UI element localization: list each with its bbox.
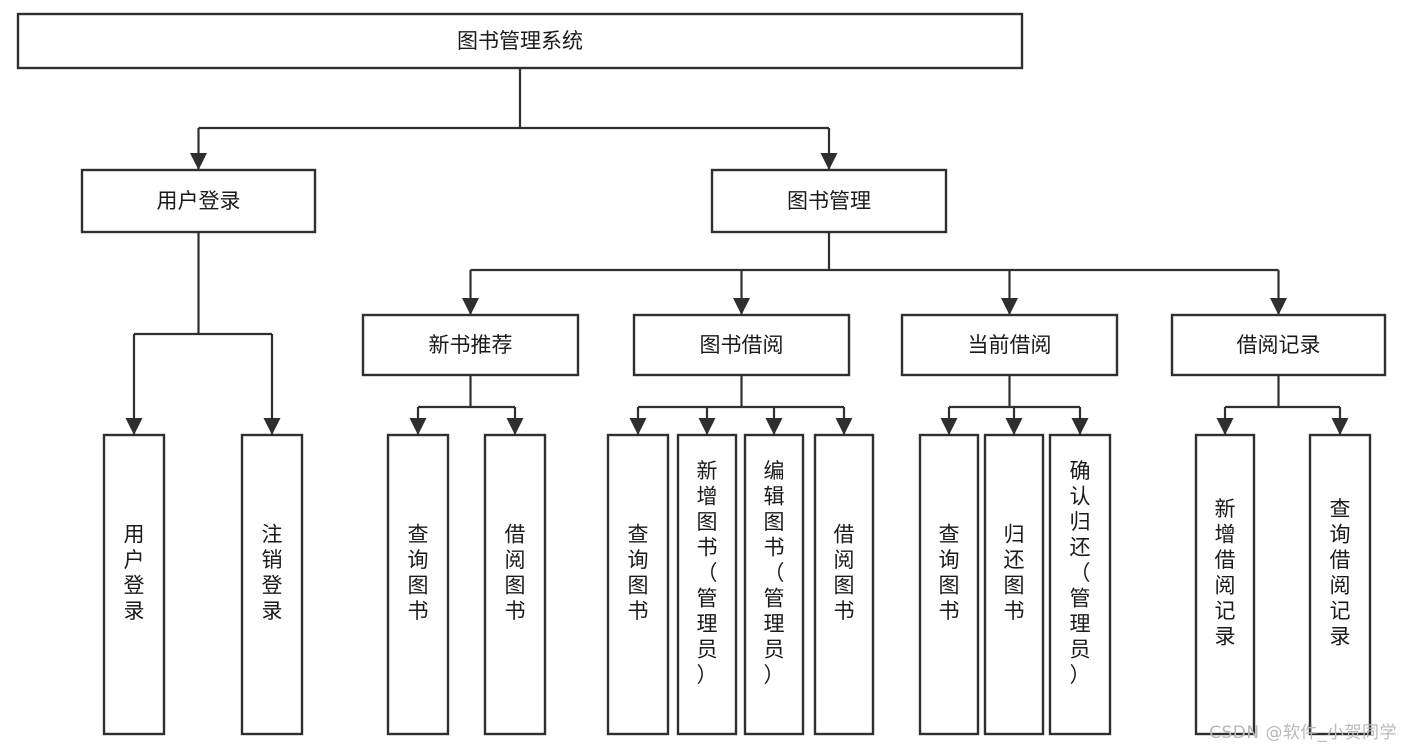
connector-group-current-borrow [940, 375, 1089, 435]
arrow-head-icon [1331, 418, 1349, 435]
node-box-leaf-edit-book [743, 433, 805, 736]
node-book-borrow[interactable]: 图书借阅 [632, 313, 851, 377]
node-label-leaf-query-book-rec: 查询图书 [408, 523, 429, 624]
node-label-leaf-query-book-cur: 查询图书 [939, 523, 960, 624]
node-leaf-borrow-book[interactable]: 借阅图书 [813, 433, 875, 736]
node-leaf-query-record[interactable]: 查询借阅记录 [1308, 433, 1372, 736]
node-box-leaf-user-login [102, 433, 166, 736]
arrow-head-icon [765, 418, 783, 435]
connector-group-book-borrow [629, 375, 853, 435]
node-leaf-borrow-book-rec[interactable]: 借阅图书 [483, 433, 547, 736]
node-label-leaf-user-login: 用户登录 [124, 523, 145, 624]
connector-group-borrow-record [1216, 375, 1349, 435]
arrow-head-icon [1270, 298, 1287, 315]
node-leaf-edit-book[interactable]: 编辑图书（管理员） [743, 433, 805, 736]
node-label-leaf-query-record: 查询借阅记录 [1330, 497, 1351, 649]
node-borrow-record[interactable]: 借阅记录 [1170, 313, 1387, 377]
node-leaf-user-logout[interactable]: 注销登录 [240, 433, 304, 736]
node-box-root [16, 12, 1024, 70]
node-leaf-return-book[interactable]: 归还图书 [983, 433, 1045, 736]
arrow-head-icon [835, 418, 853, 435]
node-box-leaf-add-record [1194, 433, 1256, 736]
node-label-user-login: 用户登录 [157, 189, 241, 213]
node-leaf-query-book-rec[interactable]: 查询图书 [386, 433, 450, 736]
node-box-leaf-query-book-cur [918, 433, 980, 736]
arrow-head-icon [190, 153, 207, 170]
arrow-head-icon [733, 298, 750, 315]
node-box-new-book-rec [361, 313, 580, 377]
arrow-head-icon [820, 153, 838, 170]
arrow-head-icon [698, 418, 716, 435]
node-label-leaf-add-record: 新增借阅记录 [1215, 497, 1236, 649]
watermark-text: CSDN @软件_小贺同学 [1209, 723, 1397, 743]
node-box-book-manage [710, 168, 948, 234]
node-leaf-user-login[interactable]: 用户登录 [102, 433, 166, 736]
node-label-leaf-borrow-book-rec: 借阅图书 [505, 523, 526, 624]
node-leaf-confirm-return[interactable]: 确认归还（管理员） [1048, 433, 1112, 736]
node-box-leaf-return-book [983, 433, 1045, 736]
node-label-leaf-confirm-return: 确认归还（管理员） [1070, 459, 1091, 687]
node-box-leaf-user-logout [240, 433, 304, 736]
arrow-head-icon [506, 418, 524, 435]
node-box-leaf-add-book [676, 433, 738, 736]
node-leaf-add-record[interactable]: 新增借阅记录 [1194, 433, 1256, 736]
arrow-head-icon [462, 298, 479, 315]
arrow-head-icon [125, 418, 143, 435]
arrow-head-icon [409, 418, 427, 435]
node-label-book-borrow: 图书借阅 [700, 333, 784, 357]
node-root[interactable]: 图书管理系统 [16, 12, 1024, 70]
node-box-book-borrow [632, 313, 851, 377]
arrow-head-icon [263, 418, 281, 435]
connector-group-book-manage [462, 232, 1287, 315]
node-box-leaf-query-book-rec [386, 433, 450, 736]
connector-group-root [190, 68, 838, 170]
node-box-borrow-record [1170, 313, 1387, 377]
node-label-current-borrow: 当前借阅 [968, 333, 1052, 357]
node-label-leaf-borrow-book: 借阅图书 [834, 523, 855, 624]
connector-group-new-book-rec [409, 375, 524, 435]
node-box-leaf-borrow-book-rec [483, 433, 547, 736]
node-label-leaf-user-logout: 注销登录 [262, 523, 283, 624]
node-label-leaf-query-book: 查询图书 [628, 523, 649, 624]
arrow-head-icon [940, 418, 958, 435]
arrow-head-icon [629, 418, 647, 435]
node-box-leaf-borrow-book [813, 433, 875, 736]
node-layer: 图书管理系统用户登录图书管理新书推荐图书借阅当前借阅借阅记录用户登录注销登录查询… [16, 12, 1387, 736]
node-label-borrow-record: 借阅记录 [1237, 333, 1321, 357]
arrow-head-icon [1216, 418, 1234, 435]
node-box-user-login [80, 168, 317, 234]
node-label-leaf-edit-book: 编辑图书（管理员） [764, 459, 785, 687]
node-box-leaf-confirm-return [1048, 433, 1112, 736]
node-user-login[interactable]: 用户登录 [80, 168, 317, 234]
node-box-leaf-query-book [606, 433, 670, 736]
node-box-leaf-query-record [1308, 433, 1372, 736]
arrow-head-icon [1005, 418, 1023, 435]
node-label-root: 图书管理系统 [457, 29, 583, 53]
arrow-head-icon [1071, 418, 1089, 435]
connector-group-user-login [125, 232, 281, 435]
node-label-leaf-return-book: 归还图书 [1004, 523, 1025, 624]
node-new-book-rec[interactable]: 新书推荐 [361, 313, 580, 377]
node-leaf-query-book-cur[interactable]: 查询图书 [918, 433, 980, 736]
arrow-head-icon [1001, 298, 1018, 315]
node-leaf-add-book[interactable]: 新增图书（管理员） [676, 433, 738, 736]
node-book-manage[interactable]: 图书管理 [710, 168, 948, 234]
node-box-current-borrow [900, 313, 1119, 377]
node-label-leaf-add-book: 新增图书（管理员） [697, 459, 718, 687]
node-leaf-query-book[interactable]: 查询图书 [606, 433, 670, 736]
node-label-book-manage: 图书管理 [787, 189, 871, 213]
node-label-new-book-rec: 新书推荐 [429, 333, 513, 357]
node-current-borrow[interactable]: 当前借阅 [900, 313, 1119, 377]
connector-layer [125, 68, 1349, 435]
